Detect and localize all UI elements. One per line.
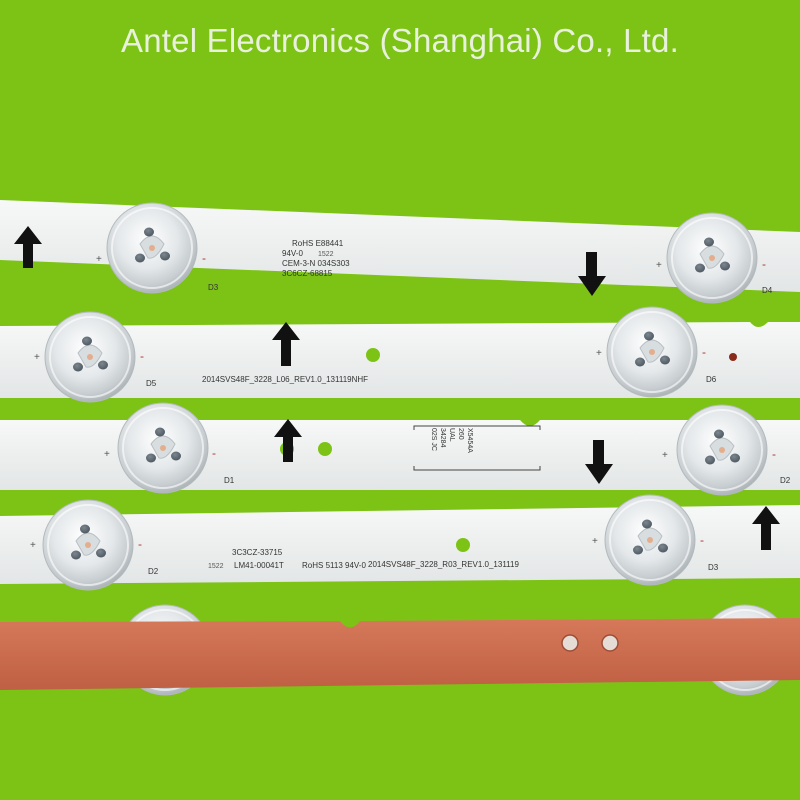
rating-print: 94V-0 [282, 249, 303, 258]
led-strip-4: + - + - D2 D3 3C3CZ-33715 1522 LM41-0004… [0, 494, 800, 591]
mounting-hole [366, 348, 380, 362]
silkscreen-label-box: 02S JC 34284 UAL 260 X5454A [413, 425, 541, 471]
mounting-hole [318, 442, 332, 456]
rohs-print: RoHS 5113 94V-0 [302, 561, 366, 570]
label-line-5: X5454A [466, 428, 473, 453]
polarity-plus: + [596, 348, 602, 359]
label-line-2: 34284 [439, 428, 446, 448]
led-lens [44, 311, 136, 403]
part-number-print: 3C3CZ-33715 [232, 548, 283, 557]
led-label-d4: D4 [762, 286, 773, 295]
polarity-plus: + [96, 254, 102, 265]
model-print: 2014SVS48F_3228_R03_REV1.0_131119 [368, 560, 519, 569]
led-strip-2: + - + - D5 D6 2014SVS48F_3228_L06_REV1.0… [0, 306, 800, 403]
polarity-minus: - [138, 537, 142, 551]
led-lens [42, 499, 134, 591]
arrow-up-icon [752, 506, 780, 550]
company-name: Antel Electronics (Shanghai) Co., Ltd. [121, 22, 679, 59]
arrow-up-icon [14, 226, 42, 268]
led-label-d5: D5 [146, 379, 157, 388]
polarity-minus: - [212, 446, 216, 460]
strip-board [0, 505, 800, 584]
strip-board [0, 200, 800, 292]
arrow-up-icon [272, 322, 300, 366]
material-print: CEM-3-N 034S303 [282, 259, 350, 268]
polarity-plus: + [662, 450, 668, 461]
arrow-down-icon [578, 252, 606, 296]
led-label-d6: D6 [706, 375, 717, 384]
polarity-minus: - [202, 251, 206, 265]
polarity-plus: + [104, 449, 110, 460]
polarity-minus: - [702, 345, 706, 359]
led-lens [106, 202, 198, 294]
small-code: 1522 [318, 251, 334, 258]
rohs-print: RoHS E88441 [292, 239, 344, 248]
solder-pad [729, 353, 737, 361]
arrow-up-icon [274, 419, 302, 462]
polarity-plus: + [592, 536, 598, 547]
mounting-hole [456, 538, 470, 552]
mounting-hole [601, 634, 619, 652]
polarity-minus: - [140, 349, 144, 363]
led-lens [666, 212, 758, 304]
led-lens [117, 402, 209, 494]
label-line-4: 260 [457, 428, 464, 440]
copper-board [0, 618, 800, 690]
led-label-d3: D3 [208, 283, 219, 292]
strip-board [0, 322, 800, 398]
polarity-minus: - [772, 447, 776, 461]
polarity-minus: - [700, 533, 704, 547]
led-label-d3: D3 [708, 563, 719, 572]
led-label-d1: D1 [224, 476, 235, 485]
label-line-1: 02S JC [430, 428, 437, 451]
mounting-hole [561, 634, 579, 652]
led-lens [606, 306, 698, 398]
led-strip-1: + - + - D3 D4 RoHS E88441 94V-0 1522 CEM… [0, 200, 800, 304]
led-label-d2: D2 [780, 476, 791, 485]
model-print: 2014SVS48F_3228_L06_REV1.0_131119NHF [202, 375, 368, 384]
part-number-print: 3C6CZ-68815 [282, 269, 333, 278]
led-lens [604, 494, 696, 586]
polarity-minus: - [762, 257, 766, 271]
arrow-down-icon [585, 440, 613, 484]
polarity-plus: + [34, 352, 40, 363]
polarity-plus: + [30, 540, 36, 551]
label-line-3: UAL [448, 428, 455, 442]
polarity-plus: + [656, 260, 662, 271]
part-number-print-2: LM41-00041T [234, 561, 284, 570]
led-lens [676, 404, 768, 496]
copper-strip [0, 618, 800, 690]
led-strip-3: + - + - D1 D2 02S JC 34284 UAL 260 X5454… [0, 402, 800, 496]
small-code: 1522 [208, 563, 224, 570]
led-label-d2: D2 [148, 567, 159, 576]
